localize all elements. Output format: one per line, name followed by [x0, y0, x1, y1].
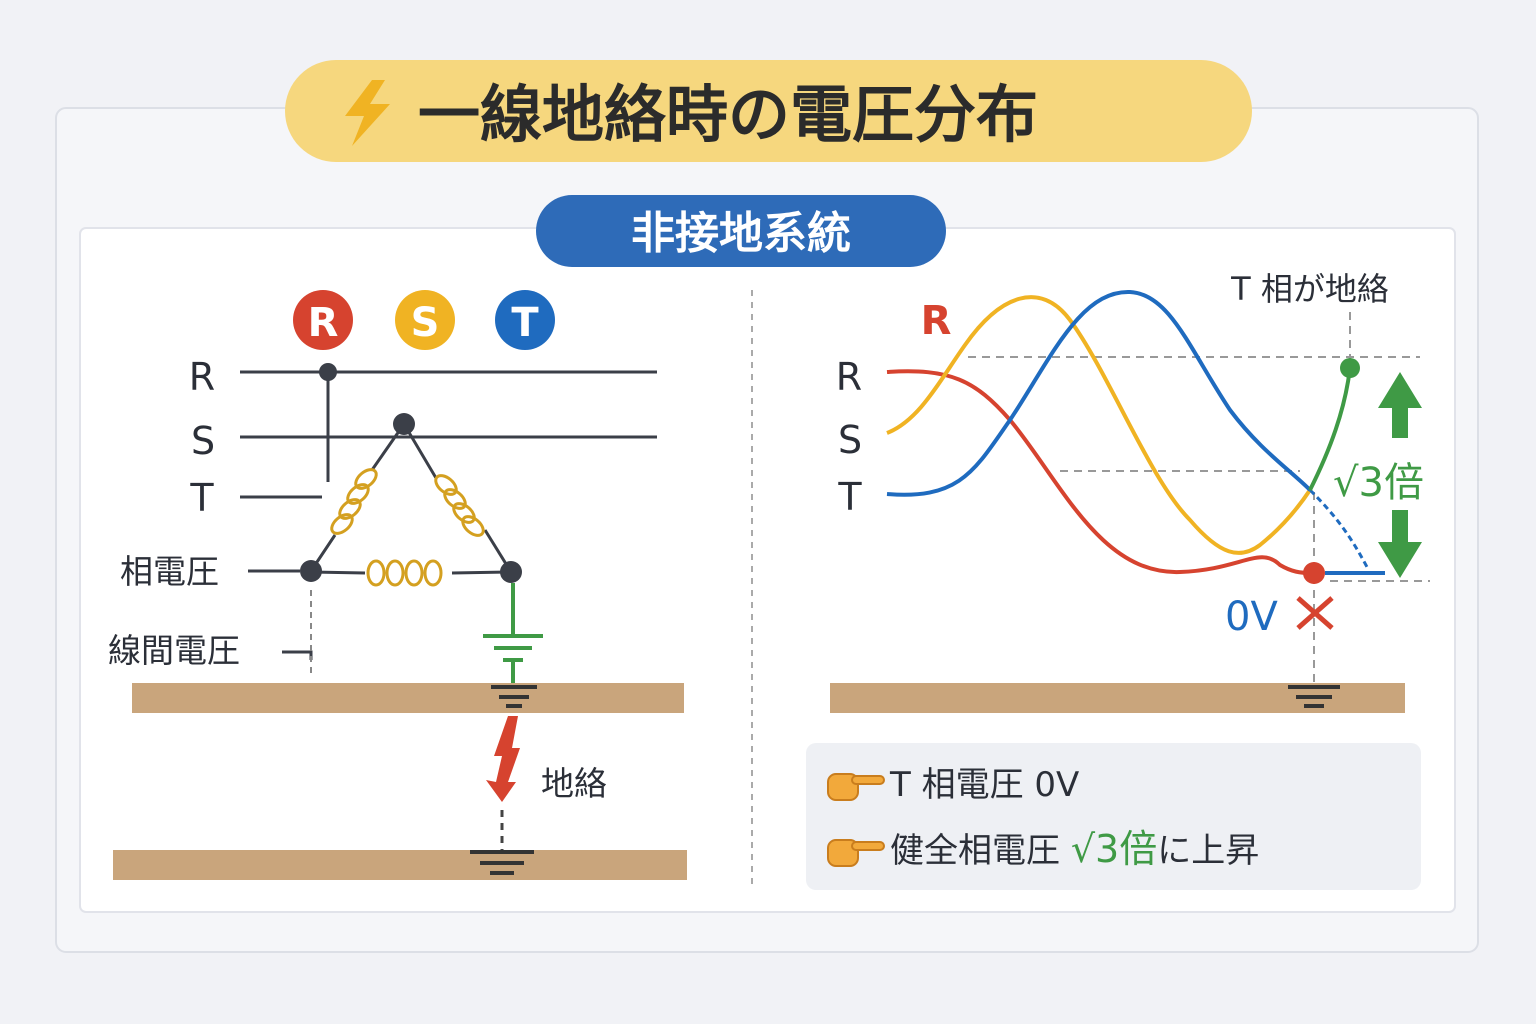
fault-label: 地絡 — [541, 764, 607, 803]
curve-raised — [1308, 367, 1352, 491]
badge-label: R — [308, 300, 339, 346]
ground-strip — [132, 683, 684, 713]
node-left — [300, 560, 322, 582]
phase-voltage-label: 相電圧 — [120, 552, 219, 591]
fault-note: T 相が地絡 — [1230, 270, 1389, 308]
zero-dot — [1303, 562, 1325, 584]
subtitle-banner: 非接地系統 — [536, 195, 946, 267]
ground-connection — [483, 583, 543, 683]
coil-windings — [330, 468, 485, 587]
rise-suffix: 倍 — [1384, 460, 1424, 506]
summary-highlight: √3倍 — [1071, 827, 1157, 871]
summary-suffix: に上昇 — [1157, 831, 1259, 871]
pointing-hand-icon — [827, 839, 885, 867]
page-title: 一線地絡時の電圧分布 — [418, 78, 1038, 151]
summary-box: T 相電圧 0V 健全相電圧 √3倍に上昇 — [806, 743, 1421, 890]
earth-ground-icon — [470, 850, 534, 875]
line-voltage-label: 線間電圧 — [108, 631, 240, 670]
node-s — [393, 413, 415, 435]
curve-s — [886, 295, 1312, 555]
rise-root: √3 — [1333, 460, 1384, 506]
rise-label: √3倍 — [1333, 460, 1424, 506]
earth-strip — [113, 850, 687, 880]
wave-label-s: S — [838, 418, 862, 462]
badge-label: S — [411, 300, 440, 346]
line-label-s: S — [191, 419, 215, 463]
phase-badge-s: S — [395, 290, 455, 350]
rise-arrows — [1378, 372, 1422, 578]
peak-dot — [1340, 358, 1360, 378]
arrow-down-icon — [1378, 510, 1422, 578]
curve-t — [886, 289, 1312, 497]
circuit-diagram: R S T R S T — [108, 290, 687, 880]
phase-badge-r: R — [293, 290, 353, 350]
fault-lightning-icon — [486, 716, 520, 802]
node-right — [500, 561, 522, 583]
summary-line-1: T 相電圧 0V — [889, 765, 1079, 805]
pointing-hand-icon — [827, 773, 885, 801]
cross-icon — [1296, 596, 1334, 630]
waveform-diagram: R S T R T 相が地絡 √3倍 0V — [830, 270, 1430, 713]
wave-label-r: R — [836, 355, 862, 399]
badge-label: T — [511, 300, 539, 346]
subtitle: 非接地系統 — [631, 208, 851, 259]
summary-line-2: 健全相電圧 √3倍に上昇 — [890, 827, 1259, 871]
zero-label: 0V — [1225, 594, 1278, 640]
line-label-t: T — [189, 476, 214, 520]
node-r — [319, 363, 337, 381]
curve-r — [886, 369, 1313, 575]
wave-label-t: T — [837, 475, 862, 519]
arrow-up-icon — [1378, 372, 1422, 438]
ground-icon-right — [1288, 685, 1340, 708]
phase-badge-t: T — [495, 290, 555, 350]
summary-prefix: 健全相電圧 — [890, 831, 1071, 871]
lightning-icon — [345, 80, 390, 146]
line-label-r: R — [189, 355, 215, 399]
curve-label-r: R — [921, 298, 952, 344]
title-banner: 一線地絡時の電圧分布 — [285, 60, 1252, 162]
ground-icon — [491, 685, 537, 708]
